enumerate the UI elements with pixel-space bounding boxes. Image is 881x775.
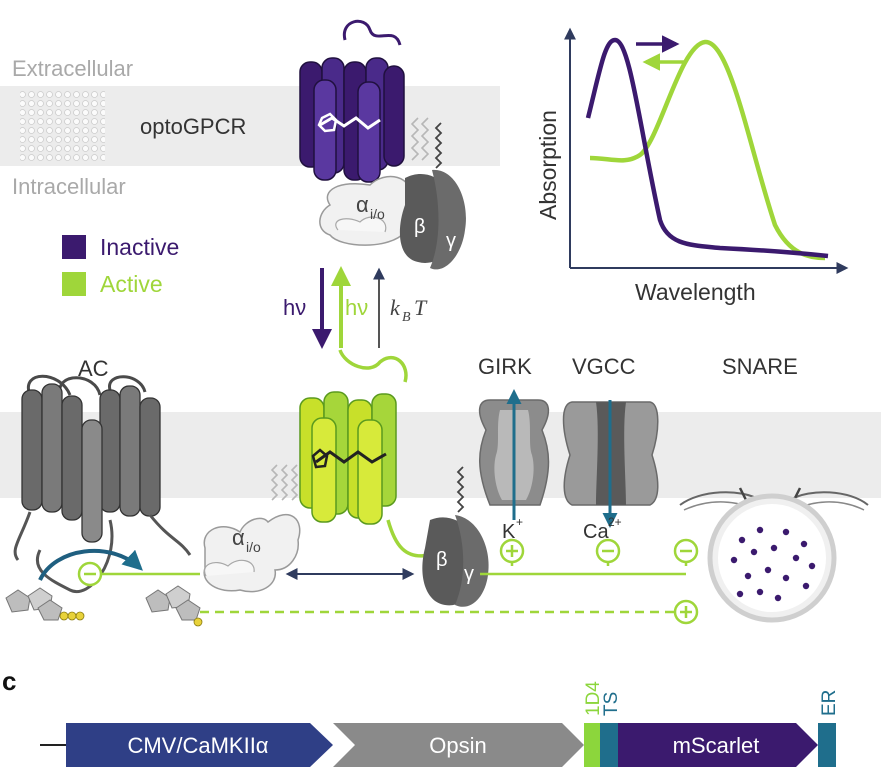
ca-ion-label: Ca (583, 521, 609, 543)
vgcc-channel (562, 400, 659, 528)
girk-label: GIRK (478, 354, 532, 379)
beta-top-label: β (414, 216, 426, 238)
active-spectrum-curve (589, 39, 826, 261)
ca-charge-label: 2+ (608, 515, 622, 529)
girk-activation-symbol (499, 538, 525, 564)
g-alpha-bottom (203, 464, 301, 593)
ac-label: AC (78, 356, 109, 381)
legend-inactive-label: Inactive (100, 234, 179, 260)
vgcc-inhibition-symbol (595, 538, 621, 564)
alpha-bottom-subscript: i/o (246, 539, 261, 555)
camp-molecule (145, 585, 203, 627)
optogpcr-active-receptor (299, 349, 431, 558)
legend-active-label: Active (100, 271, 163, 297)
opsin-label: Opsin (429, 733, 486, 758)
thermal-b-subscript: B (402, 310, 411, 325)
opsin-segment (333, 723, 584, 767)
reporter-segment (618, 723, 818, 767)
tag-er-segment (818, 723, 836, 767)
spectrum-x-label: Wavelength (635, 279, 756, 305)
tag-1d4-segment (584, 723, 600, 767)
snare-activation-symbol (673, 599, 699, 625)
panel-c-label: c (2, 666, 16, 696)
reporter-label: mScarlet (673, 733, 760, 758)
inactive-spectrum-curve (585, 37, 829, 259)
atp-molecule (5, 587, 85, 621)
thermal-k-label: k (390, 295, 401, 320)
legend-active-swatch (62, 272, 86, 296)
g-beta-gamma-bottom (422, 466, 489, 607)
ac-inhibition-symbol (77, 561, 103, 587)
k-charge-label: + (516, 515, 523, 529)
extracellular-label: Extracellular (12, 56, 133, 81)
alpha-bottom-label: α (232, 525, 245, 550)
tag-ts-label: TS (601, 692, 622, 716)
tag-ts-segment (600, 723, 618, 767)
spectrum-y-label: Absorption (535, 110, 561, 220)
top-membrane (0, 86, 500, 166)
snare-vesicle (679, 487, 869, 623)
vgcc-label: VGCC (572, 354, 636, 379)
snare-inhibition-symbol (673, 538, 699, 564)
photo-inactivation-label: hν (283, 295, 306, 320)
legend-inactive-swatch (62, 235, 86, 259)
alpha-top-subscript: i/o (370, 206, 385, 222)
adenylyl-cyclase (13, 374, 192, 594)
snare-label: SNARE (722, 354, 798, 379)
intracellular-label: Intracellular (12, 174, 126, 199)
optogpcr-label: optoGPCR (140, 114, 246, 139)
promoter-label: CMV/CaMKIIα (127, 733, 268, 758)
thermal-t-label: T (414, 295, 428, 320)
beta-bottom-label: β (436, 549, 448, 571)
g-protein-top (319, 117, 466, 270)
tag-1d4-label: 1D4 (583, 681, 604, 716)
absorption-spectrum-plot (564, 27, 849, 274)
promoter-segment (66, 723, 333, 767)
photo-activation-label: hν (345, 295, 368, 320)
girk-channel (478, 389, 550, 520)
tag-er-label: ER (819, 690, 840, 716)
gamma-top-label: γ (446, 230, 456, 252)
gamma-bottom-label: γ (464, 563, 474, 585)
lipid-bilayer-illustration (20, 90, 105, 162)
k-ion-label: K (502, 521, 516, 543)
optogpcr-inactive-receptor (299, 19, 405, 183)
alpha-top-label: α (356, 192, 369, 217)
